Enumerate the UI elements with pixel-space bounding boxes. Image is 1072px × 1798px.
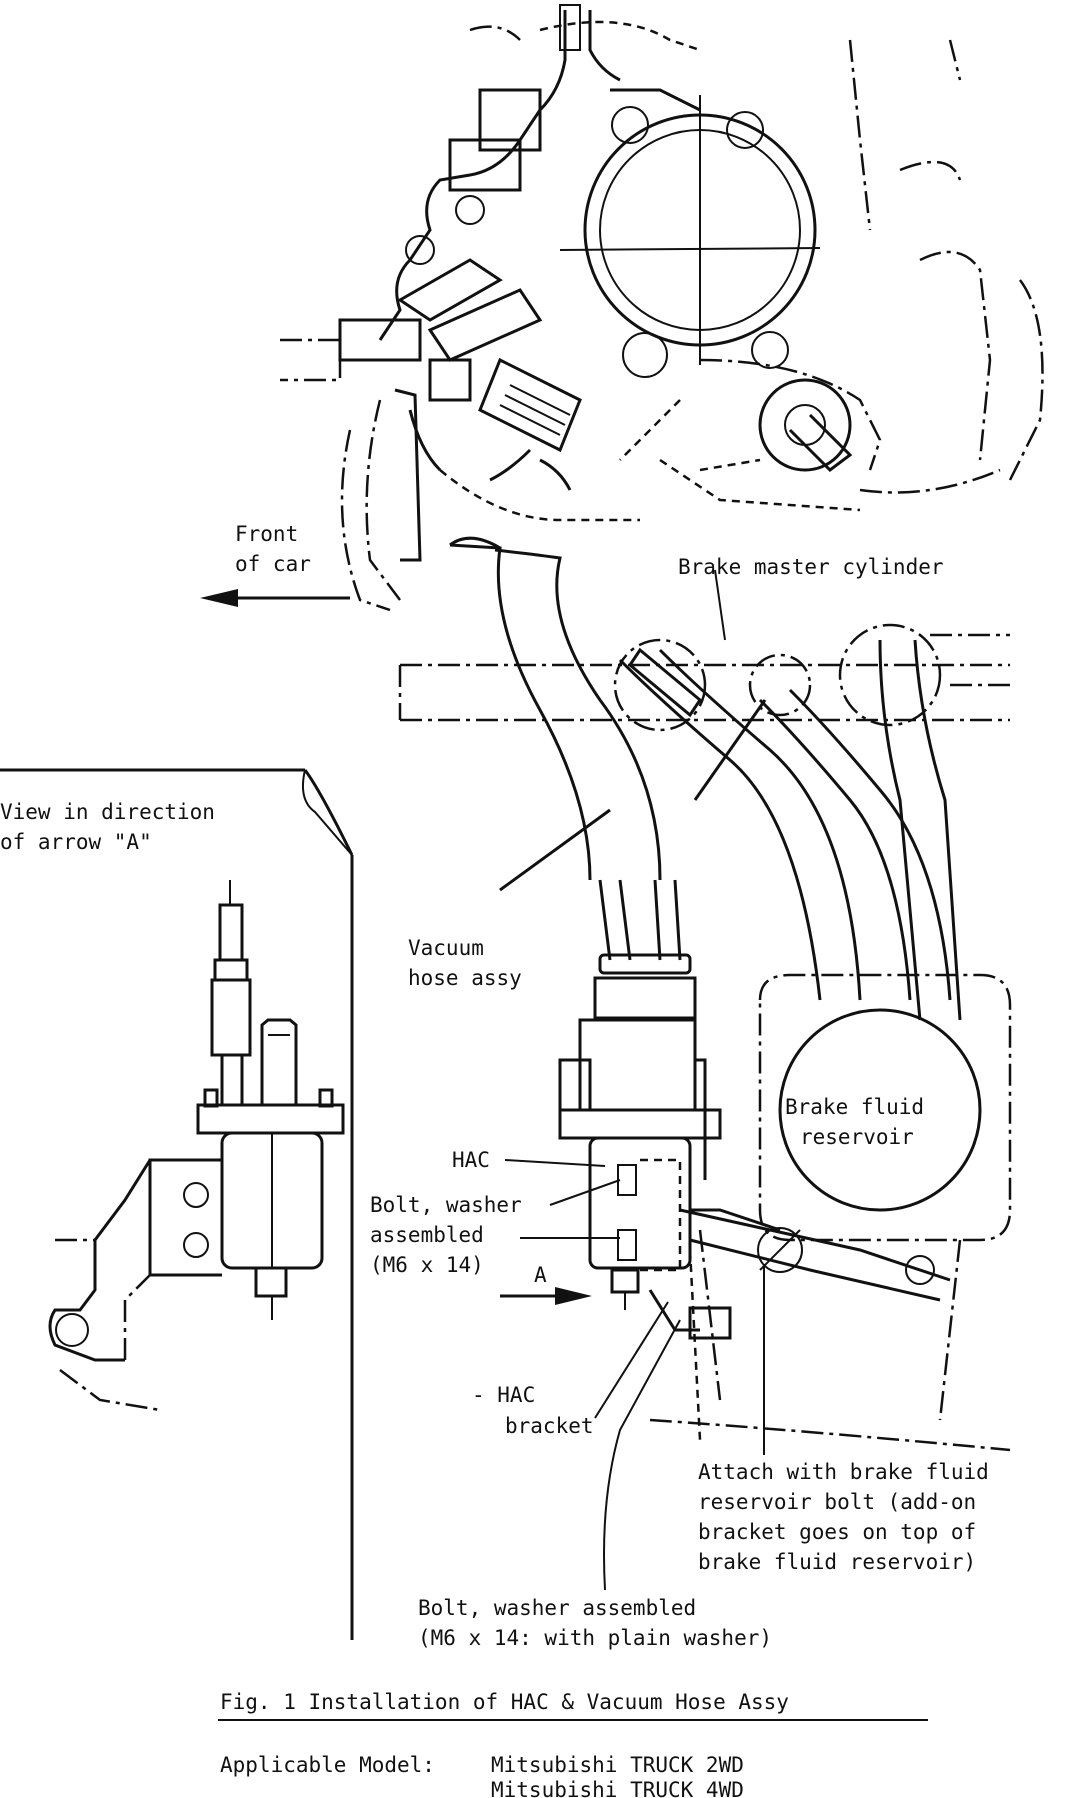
arrowhead-left-icon <box>200 589 238 607</box>
label-hose-assy: hose assy <box>408 966 522 990</box>
brake-master-cylinder-drawing <box>398 569 1010 801</box>
label-hac-bracket-1: - HAC <box>472 1383 536 1407</box>
brake-fluid-reservoir-drawing <box>649 973 1012 1452</box>
figure-caption: Fig. 1 Installation of HAC & Vacuum Hose… <box>220 1690 789 1714</box>
label-arrow-a: A <box>534 1263 547 1287</box>
applicable-model-label: Applicable Model: <box>220 1753 435 1777</box>
label-attach-2: reservoir bolt (add-on <box>698 1490 977 1514</box>
label-view-direction-1: View in direction <box>0 800 215 824</box>
label-bolt-washer-1: Bolt, washer <box>370 1193 522 1217</box>
label-attach-1: Attach with brake fluid <box>698 1460 989 1484</box>
applicable-model-2: Mitsubishi TRUCK 4WD <box>491 1778 744 1798</box>
vacuum-hose-drawing <box>449 536 697 1020</box>
label-bolt-washer-2: assembled <box>370 1223 484 1247</box>
label-bolt-bottom-1: Bolt, washer assembled <box>418 1596 697 1620</box>
leader-lines <box>504 1159 765 1591</box>
hac-unit-drawing <box>558 1018 781 1441</box>
reservoir-hoses-drawing <box>618 639 962 1021</box>
caption-underline <box>218 1719 928 1721</box>
label-front: Front <box>235 522 299 546</box>
front-of-car-arrow <box>200 589 350 607</box>
label-vacuum: Vacuum <box>408 936 484 960</box>
label-bolt-washer-3: (M6 x 14) <box>370 1253 484 1277</box>
inset-view-arrow-a <box>0 768 354 1640</box>
label-brake-master-cylinder: Brake master cylinder <box>678 555 944 579</box>
label-of-car: of car <box>235 552 311 576</box>
label-attach-4: brake fluid reservoir) <box>698 1550 977 1574</box>
label-brake-fluid: Brake fluid <box>785 1095 925 1119</box>
label-attach-3: bracket goes on top of <box>698 1520 977 1544</box>
applicable-model-1: Mitsubishi TRUCK 2WD <box>491 1753 744 1777</box>
arrow-a <box>500 1287 592 1305</box>
label-reservoir: reservoir <box>800 1125 914 1149</box>
arrowhead-right-icon <box>555 1287 592 1305</box>
label-view-direction-2: of arrow "A" <box>0 830 152 854</box>
label-bolt-bottom-2: (M6 x 14: with plain washer) <box>418 1626 773 1650</box>
engine-assembly-drawing <box>280 4 1044 612</box>
label-hac-bracket-2: bracket <box>505 1414 594 1438</box>
label-hac: HAC <box>452 1148 490 1172</box>
